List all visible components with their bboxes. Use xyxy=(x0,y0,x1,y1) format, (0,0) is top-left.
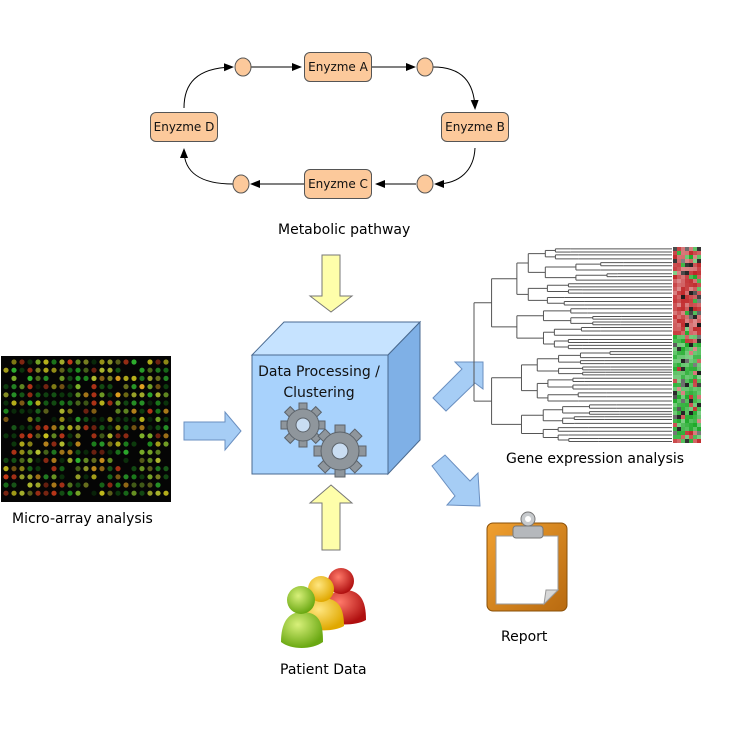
gears-icon xyxy=(280,402,367,478)
processing-title: Data Processing / Clustering xyxy=(252,362,386,404)
pathway-connectors xyxy=(180,63,479,188)
processing-to-dendrogram-arrow xyxy=(432,361,484,412)
patient-data-label: Patient Data xyxy=(280,662,367,678)
patient-to-processing-arrow xyxy=(308,484,354,551)
report-label: Report xyxy=(501,629,548,645)
dendrogram-image xyxy=(473,247,701,443)
enzyme-a-label: Enyzme A xyxy=(308,60,368,74)
enzyme-c-box: Enyzme C xyxy=(304,169,372,199)
microarray-image xyxy=(1,356,171,502)
enzyme-a-box: Enyzme A xyxy=(304,52,372,82)
enzyme-b-label: Enyzme B xyxy=(445,120,505,134)
clipboard-icon xyxy=(486,511,568,612)
processing-title-line2: Clustering xyxy=(283,385,355,401)
enzyme-c-label: Enyzme C xyxy=(308,177,368,191)
gene-expression-label: Gene expression analysis xyxy=(506,451,685,467)
processing-title-line1: Data Processing / xyxy=(258,364,380,380)
microarray-label: Micro-array analysis xyxy=(12,511,153,527)
processing-to-report-arrow xyxy=(431,454,481,507)
enzyme-d-box: Enyzme D xyxy=(150,112,218,142)
metabolite-nodes xyxy=(232,57,434,194)
microarray-to-processing-arrow xyxy=(183,410,242,452)
enzyme-d-label: Enyzme D xyxy=(153,120,215,134)
metabolic-pathway-label: Metabolic pathway xyxy=(278,222,411,238)
pathway-to-processing-arrow xyxy=(308,254,354,313)
people-icon xyxy=(281,568,366,648)
enzyme-b-box: Enyzme B xyxy=(441,112,509,142)
